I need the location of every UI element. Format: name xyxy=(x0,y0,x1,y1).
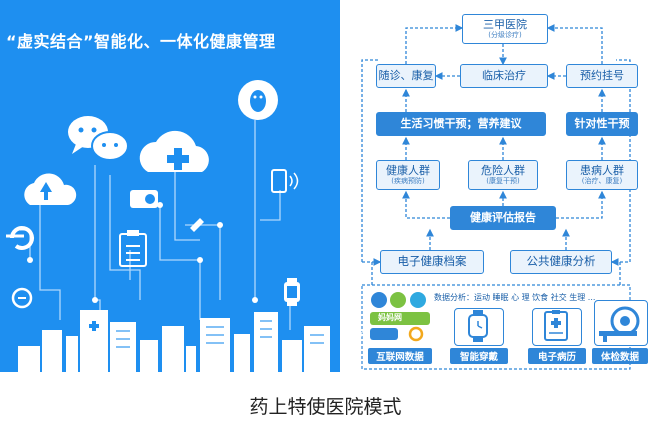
followup-label: 随诊、康复 xyxy=(378,69,434,83)
internet-apps-icon xyxy=(370,292,430,342)
public-analysis-label: 公共健康分析 xyxy=(526,254,596,269)
ct-scanner-icon xyxy=(599,306,640,342)
tile-label-record: 电子病历 xyxy=(528,348,586,364)
followup-box: 随诊、康复 xyxy=(376,64,436,88)
wearable-tile xyxy=(454,308,504,346)
public-analysis-box: 公共健康分析 xyxy=(510,250,612,274)
top-hospital-box: 三甲医院 (分级诊疗) xyxy=(462,14,548,44)
medical-record-icon xyxy=(544,310,568,341)
penguin-icon xyxy=(238,80,278,120)
physical-exam-tile xyxy=(594,300,648,346)
medical-record-tile xyxy=(532,308,582,346)
appointment-box: 预约挂号 xyxy=(566,64,638,88)
browser-e-icon xyxy=(6,226,34,250)
risk-group-box: 危险人群 (康复干预) xyxy=(468,160,538,190)
clinical-label: 临床治疗 xyxy=(482,69,526,83)
flow-diagram: 三甲医院 (分级诊疗) 随诊、康复 临床治疗 预约挂号 生活习惯干预；营养建议 … xyxy=(340,0,651,372)
patient-group-label: 患病人群 xyxy=(580,164,624,178)
ehr-label: 电子健康档案 xyxy=(397,254,467,269)
smartphone-icon xyxy=(271,169,299,193)
clipboard-icon xyxy=(119,230,147,267)
assessment-report-box: 健康评估报告 xyxy=(450,206,556,230)
cloud-upload-icon xyxy=(24,173,77,205)
airplane-icon xyxy=(190,218,204,232)
watch-icon xyxy=(284,278,300,306)
patient-group-box: 患病人群 (治疗、康复) xyxy=(566,160,638,190)
targeted-intervention-box: 针对性干预 xyxy=(566,112,638,136)
risk-group-sub: (康复干预) xyxy=(486,177,520,186)
lifestyle-label: 生活习惯干预；营养建议 xyxy=(400,117,522,131)
cloud-medical-icon xyxy=(139,130,209,172)
healthy-group-box: 健康人群 (疾病预防) xyxy=(376,160,440,190)
illustration-panel: “虚实结合”智能化、一体化健康管理 xyxy=(0,0,340,372)
lifestyle-intervention-box: 生活习惯干预；营养建议 xyxy=(376,112,546,136)
healthy-group-label: 健康人群 xyxy=(386,164,430,178)
ehr-box: 电子健康档案 xyxy=(380,250,484,274)
healthy-group-sub: (疾病预防) xyxy=(391,177,425,186)
coin-icon xyxy=(11,287,33,309)
top-hospital-sub: (分级诊疗) xyxy=(488,31,522,40)
tile-label-wearable: 智能穿戴 xyxy=(450,348,508,364)
appointment-label: 预约挂号 xyxy=(580,69,624,83)
clinical-box: 临床治疗 xyxy=(460,64,548,88)
assessment-label: 健康评估报告 xyxy=(470,211,536,225)
patient-group-sub: (治疗、康复) xyxy=(581,177,623,186)
risk-group-label: 危险人群 xyxy=(481,164,525,178)
smartwatch-icon xyxy=(468,310,488,342)
app-logo-2: ©豆芽 xyxy=(346,330,367,338)
chat-bubble-icon xyxy=(68,116,129,161)
smart-city-illustration xyxy=(0,0,340,372)
figure-caption: 药上特使医院模式 xyxy=(249,396,402,418)
device-icon xyxy=(130,190,158,208)
tile-label-exam: 体检数据 xyxy=(592,348,648,364)
app-logo-1: 妈妈网 xyxy=(378,313,402,322)
tile-label-internet: 互联网数据 xyxy=(368,348,432,364)
top-hospital-label: 三甲医院 xyxy=(483,18,527,32)
data-sources-text: 数据分析：运动 睡眠 心 理 饮食 社交 生理 ... xyxy=(434,293,596,302)
panel-title: “虚实结合”智能化、一体化健康管理 xyxy=(6,32,276,51)
targeted-label: 针对性干预 xyxy=(574,117,630,131)
